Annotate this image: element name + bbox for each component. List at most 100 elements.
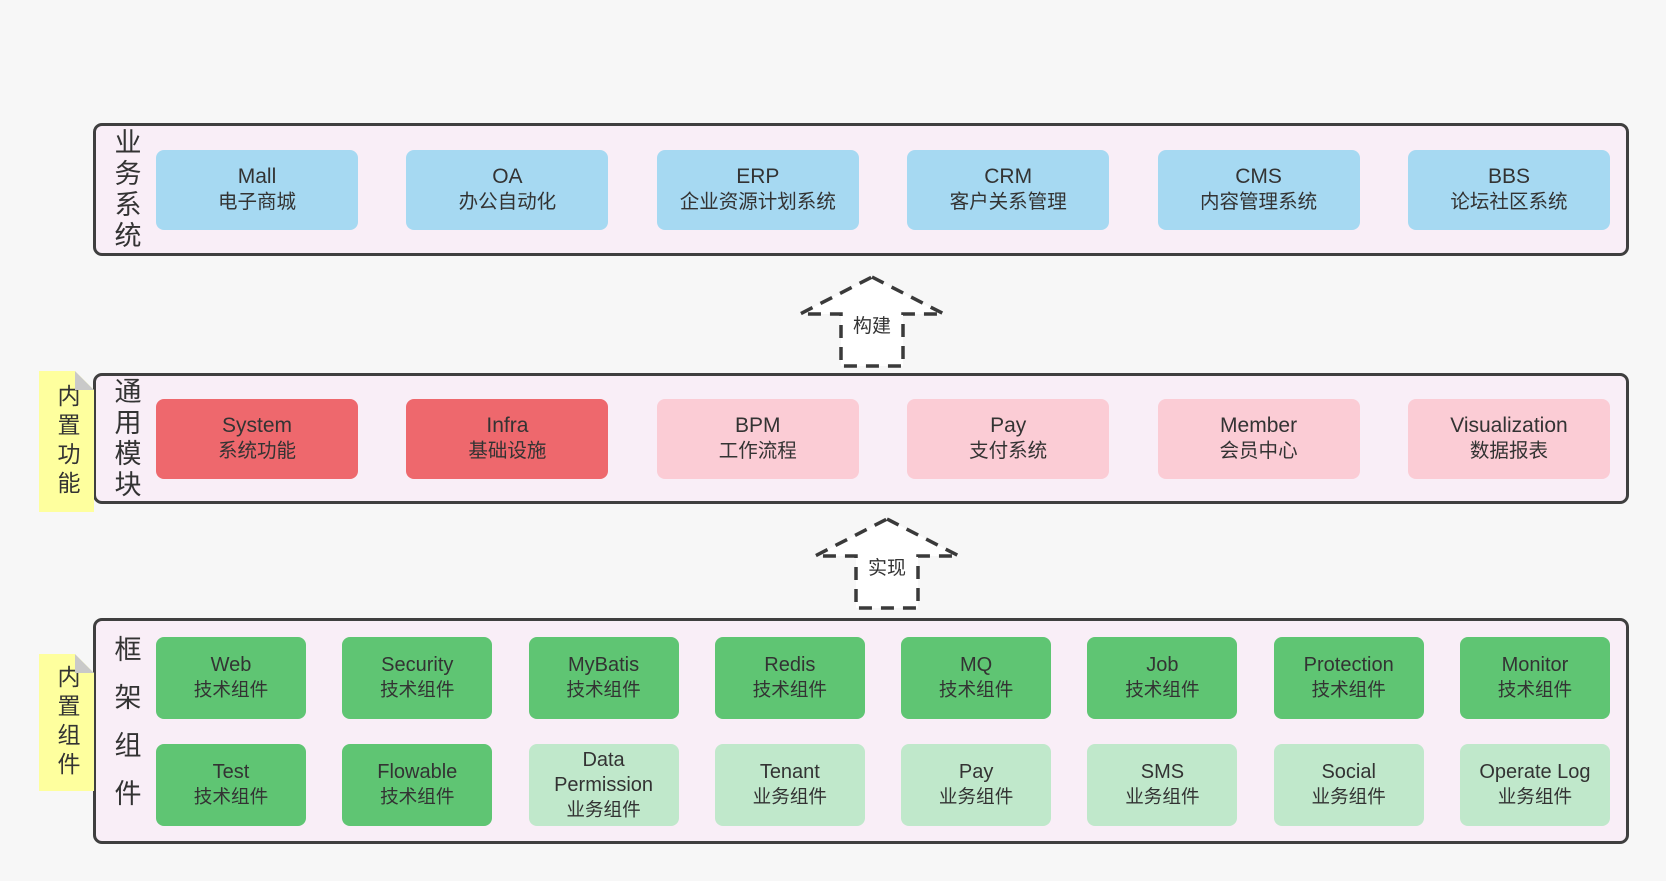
node-subtitle: 内容管理系统	[1200, 191, 1318, 214]
node-subtitle: 办公自动化	[458, 191, 557, 214]
node-title: Protection	[1303, 654, 1394, 677]
node-subtitle: 客户关系管理	[949, 191, 1067, 214]
node-subtitle: 技术组件	[1311, 679, 1386, 701]
panel-label-text: 业务系统	[110, 127, 141, 252]
node-subtitle: 技术组件	[380, 786, 455, 808]
node-title: Test	[212, 761, 250, 784]
node-subtitle: 工作流程	[718, 440, 797, 463]
node-subtitle: 业务组件	[752, 786, 828, 808]
sticky-label: 内置功能	[54, 383, 80, 500]
node-redis: Redis 技术组件	[714, 636, 865, 719]
node-sms: SMS 业务组件	[1087, 743, 1238, 826]
node-subtitle: 业务组件	[1311, 786, 1386, 808]
panel-label-business: 业务系统	[96, 126, 154, 253]
node-test: Test 技术组件	[156, 743, 306, 826]
node-title: Social	[1321, 761, 1376, 784]
node-social: Social 业务组件	[1273, 743, 1424, 826]
node-subtitle: 业务组件	[1497, 786, 1573, 808]
node-title: Web	[210, 654, 252, 677]
node-operate-log: Operate Log 业务组件	[1459, 743, 1610, 826]
node-subtitle: 企业资源计划系统	[679, 191, 836, 214]
framework-rows: Web 技术组件 Security 技术组件 MyBatis 技术组件 Redi…	[154, 621, 1626, 841]
node-flowable: Flowable 技术组件	[342, 743, 493, 826]
node-title: Pay	[990, 413, 1027, 437]
node-mybatis: MyBatis 技术组件	[528, 636, 679, 719]
node-title: CMS	[1235, 164, 1282, 188]
node-title: Redis	[764, 654, 816, 677]
framework-row-1: Web 技术组件 Security 技术组件 MyBatis 技术组件 Redi…	[156, 636, 1610, 719]
node-subtitle: 支付系统	[969, 440, 1048, 463]
implement-arrow: 实现	[814, 517, 960, 610]
node-mq: MQ 技术组件	[901, 636, 1052, 719]
business-systems-panel: 业务系统 Mall 电子商城 OA 办公自动化 ERP 企业资源计划系统 CRM	[93, 123, 1629, 256]
modules-rows: System 系统功能 Infra 基础设施 BPM 工作流程 Pay 支付系统…	[154, 376, 1626, 501]
node-subtitle: 技术组件	[1497, 679, 1573, 701]
business-rows: Mall 电子商城 OA 办公自动化 ERP 企业资源计划系统 CRM 客户关系…	[154, 126, 1626, 253]
panel-label-text: 框架组件	[110, 635, 141, 827]
node-subtitle: 技术组件	[380, 679, 455, 701]
panel-label-modules: 通用模块	[96, 376, 154, 501]
framework-components-panel: 框架组件 Web 技术组件 Security 技术组件 MyBatis 技术组件…	[93, 618, 1629, 844]
node-title: Job	[1146, 654, 1179, 677]
node-title: MQ	[960, 654, 993, 677]
node-title: Infra	[486, 413, 529, 437]
sticky-fold-corner	[75, 654, 94, 673]
sticky-label: 内置组件	[54, 664, 80, 781]
sticky-note-builtin-features: 内置功能	[39, 371, 94, 512]
node-security: Security 技术组件	[342, 636, 493, 719]
node-subtitle: 数据报表	[1469, 440, 1548, 463]
sticky-fold-corner	[75, 371, 94, 390]
node-subtitle: 业务组件	[1125, 786, 1200, 808]
node-pay: Pay 支付系统	[907, 398, 1110, 479]
node-infra: Infra 基础设施	[406, 398, 609, 479]
arrow-label-bg	[850, 312, 894, 338]
node-subtitle: 基础设施	[468, 440, 547, 463]
node-title: Security	[381, 654, 454, 677]
sticky-note-builtin-components: 内置组件	[39, 654, 94, 791]
node-title: Flowable	[377, 761, 458, 784]
node-oa: OA 办公自动化	[406, 149, 609, 230]
node-title: Operate Log	[1479, 761, 1591, 784]
business-row: Mall 电子商城 OA 办公自动化 ERP 企业资源计划系统 CRM 客户关系…	[156, 149, 1610, 230]
node-subtitle: 业务组件	[938, 786, 1014, 808]
node-title: Data Permission	[554, 748, 654, 796]
node-monitor: Monitor 技术组件	[1459, 636, 1610, 719]
node-subtitle: 论坛社区系统	[1450, 191, 1568, 214]
node-system: System 系统功能	[156, 398, 358, 479]
node-member: Member 会员中心	[1157, 398, 1360, 479]
node-title: OA	[492, 164, 523, 188]
node-title: Tenant	[759, 761, 820, 784]
node-bbs: BBS 论坛社区系统	[1407, 149, 1610, 230]
node-title: Visualization	[1450, 413, 1568, 437]
panel-label-framework: 框架组件	[96, 621, 154, 841]
node-mall: Mall 电子商城	[156, 149, 358, 230]
node-title: BBS	[1487, 164, 1530, 188]
node-subtitle: 系统功能	[217, 440, 297, 463]
arrow-label: 实现	[868, 557, 906, 579]
node-title: Member	[1220, 413, 1298, 437]
node-erp: ERP 企业资源计划系统	[656, 149, 859, 230]
framework-row-2: Test 技术组件 Flowable 技术组件 Data Permission …	[156, 743, 1610, 826]
node-subtitle: 技术组件	[1125, 679, 1200, 701]
node-title: CRM	[984, 164, 1033, 188]
node-subtitle: 技术组件	[566, 679, 641, 701]
node-title: Monitor	[1501, 654, 1569, 677]
node-subtitle: 技术组件	[193, 679, 269, 701]
node-web: Web 技术组件	[156, 636, 306, 719]
arrow-label-bg	[865, 554, 909, 580]
node-subtitle: 技术组件	[938, 679, 1014, 701]
node-cms: CMS 内容管理系统	[1157, 149, 1360, 230]
panel-label-text: 通用模块	[110, 376, 141, 501]
node-title: MyBatis	[568, 654, 640, 677]
node-title: System	[221, 413, 292, 437]
node-visualization: Visualization 数据报表	[1407, 398, 1610, 479]
node-subtitle: 会员中心	[1219, 440, 1298, 463]
node-title: Pay	[958, 761, 994, 784]
node-data-permission: Data Permission 业务组件	[528, 743, 679, 826]
node-title: SMS	[1140, 761, 1185, 784]
common-modules-panel: 通用模块 System 系统功能 Infra 基础设施 BPM 工作流程 Pay	[93, 373, 1629, 504]
node-subtitle: 技术组件	[752, 679, 828, 701]
node-crm: CRM 客户关系管理	[907, 149, 1110, 230]
node-tenant: Tenant 业务组件	[714, 743, 865, 826]
